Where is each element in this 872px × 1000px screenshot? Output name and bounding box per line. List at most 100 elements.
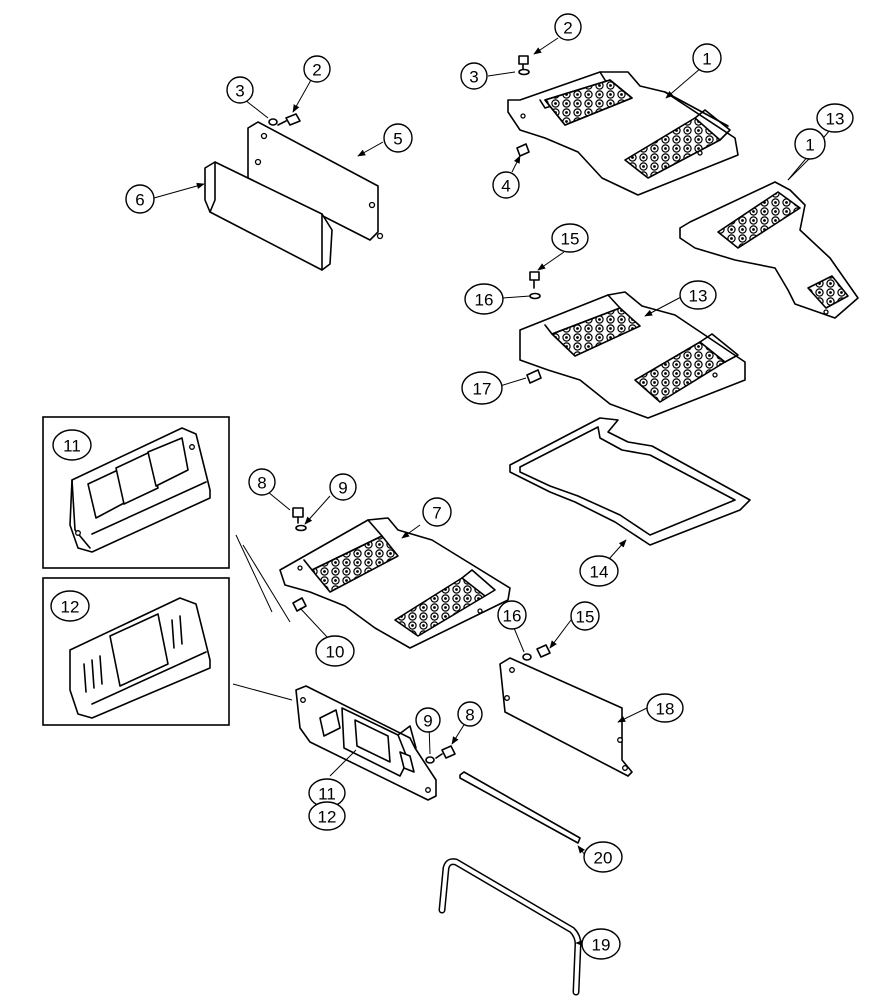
clip-4	[516, 143, 530, 157]
callout-circle	[248, 468, 276, 496]
callout-label: 4	[501, 177, 510, 196]
clip-10	[292, 597, 307, 612]
bolt-15-lower	[536, 644, 551, 658]
callout-label: 17	[473, 380, 492, 399]
inset-part-12	[69, 597, 211, 719]
side-panel-11-12	[295, 685, 437, 801]
callout-16: 16	[464, 283, 504, 315]
floor-plate-1-13	[679, 181, 859, 319]
callout-circle	[50, 590, 90, 622]
callout-circle	[497, 600, 527, 630]
inset-part-11	[69, 427, 211, 553]
callout-label: 12	[318, 808, 337, 827]
callout-9: 9	[415, 707, 441, 733]
callout-label: 1	[805, 136, 814, 155]
callout-label: 8	[465, 706, 474, 725]
callout-4: 4	[492, 171, 520, 199]
seal-pad-6	[204, 161, 333, 271]
callout-label: 9	[423, 712, 432, 731]
callout-circle	[303, 55, 331, 83]
callout-label: 15	[576, 608, 595, 627]
callout-7: 7	[422, 497, 452, 527]
callout-label: 18	[656, 700, 675, 719]
callout-circle	[383, 123, 413, 153]
callout-circle	[554, 13, 582, 41]
callout-label: 11	[63, 437, 81, 456]
washer-9-upper	[295, 524, 307, 532]
callout-2: 2	[554, 13, 582, 41]
callout-circle	[583, 841, 623, 873]
callout-label: 13	[826, 110, 845, 129]
callout-10: 10	[315, 635, 355, 667]
callout-circle	[570, 601, 600, 631]
callout-circle	[125, 184, 155, 214]
callout-11: 11	[52, 429, 92, 461]
bolt-8-lower	[435, 745, 456, 759]
inset-box-11	[42, 416, 230, 569]
bolt-2-left	[277, 113, 301, 126]
callout-label: 14	[590, 563, 609, 582]
callout-17: 17	[461, 371, 503, 405]
callout-15: 15	[551, 223, 589, 253]
callout-circle	[460, 62, 488, 90]
callout-label: 16	[503, 607, 522, 626]
seal-strip-20	[459, 771, 581, 844]
callout-circle	[816, 103, 854, 133]
callout-circle	[692, 43, 722, 73]
callout-19: 19	[581, 928, 621, 960]
callout-circle	[579, 555, 619, 587]
callout-label: 2	[563, 19, 572, 38]
callout-2: 2	[303, 55, 331, 83]
callout-label: 9	[338, 479, 347, 498]
callout-12: 12	[308, 801, 346, 831]
callout-circle	[551, 223, 589, 253]
callout-8: 8	[248, 468, 276, 496]
callout-circle	[457, 701, 483, 727]
callout-18: 18	[646, 693, 684, 723]
callout-circle	[422, 497, 452, 527]
callout-label: 10	[326, 643, 345, 662]
callout-label: 3	[469, 68, 478, 87]
callout-label: 13	[689, 287, 708, 306]
callout-1: 1	[794, 128, 826, 160]
bolt-2-top-right	[518, 55, 530, 76]
callout-circle	[315, 635, 355, 667]
callout-circle	[581, 928, 621, 960]
floor-mat-gasket-14	[509, 417, 751, 546]
callout-3: 3	[226, 76, 254, 104]
callout-circle	[52, 429, 92, 461]
callout-label: 20	[594, 849, 613, 868]
callout-1: 1	[692, 43, 722, 73]
washer-9-lower	[425, 756, 435, 764]
callout-circle	[492, 171, 520, 199]
callout-label: 6	[135, 191, 144, 210]
callout-label: 19	[592, 936, 611, 955]
callout-13: 13	[816, 103, 854, 133]
callout-14: 14	[579, 555, 619, 587]
floor-plate-13	[519, 291, 746, 419]
callout-label: 5	[393, 130, 402, 149]
callout-circle	[646, 693, 684, 723]
callout-label: 8	[257, 474, 266, 493]
inset-box-12	[42, 577, 230, 726]
callout-label: 1	[702, 50, 711, 69]
callout-16: 16	[497, 600, 527, 630]
leader-lines	[153, 37, 831, 947]
callout-15: 15	[570, 601, 600, 631]
callout-label: 12	[61, 598, 80, 617]
side-panel-18	[499, 657, 633, 777]
callout-circle	[794, 128, 826, 160]
callout-9: 9	[329, 473, 357, 501]
callout-label: 3	[235, 82, 244, 101]
callout-20: 20	[583, 841, 623, 873]
callout-label: 11	[318, 785, 336, 804]
bolt-15-upper	[529, 271, 541, 300]
washer-3-left	[268, 118, 278, 126]
callout-label: 7	[432, 504, 441, 523]
callout-8: 8	[457, 701, 483, 727]
callout-5: 5	[383, 123, 413, 153]
callout-circle	[226, 76, 254, 104]
callout-circle	[679, 280, 717, 310]
